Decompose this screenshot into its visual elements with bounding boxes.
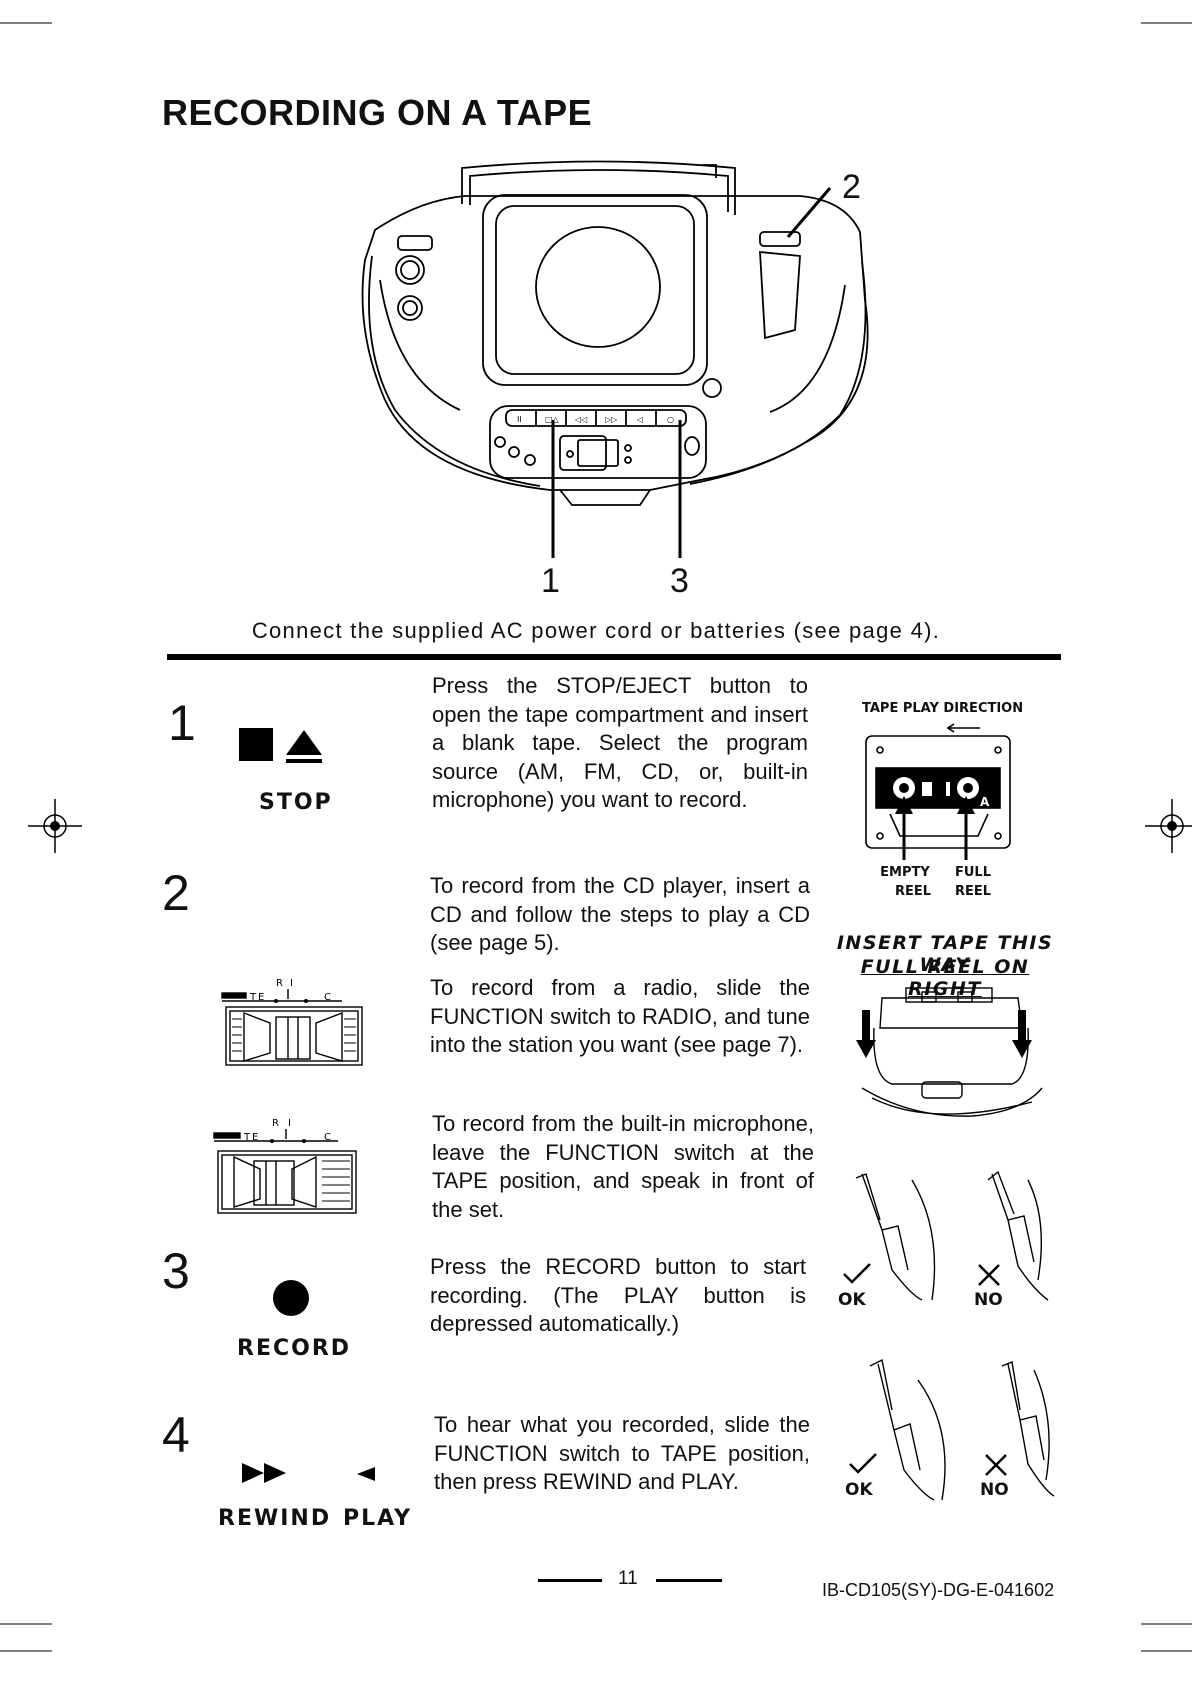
document-code: IB-CD105(SY)-DG-E-041602 <box>822 1580 1055 1600</box>
svg-text:◁: ◁ <box>636 415 643 424</box>
ok-check-icon <box>843 1263 871 1284</box>
footer-rule-left <box>538 1579 602 1582</box>
switch-letter-e: E <box>258 992 264 1003</box>
empty-reel-line1: EMPTY <box>880 865 930 880</box>
switch-letter-e2: E <box>252 1132 258 1143</box>
record-icon <box>273 1280 309 1316</box>
ok-label-1: OK <box>838 1290 866 1310</box>
switch-letter-c: C <box>324 992 331 1003</box>
callout-1: 1 <box>541 562 560 600</box>
switch-letter-i2: I <box>288 1118 291 1129</box>
section-divider <box>167 654 1061 660</box>
callout-2: 2 <box>842 168 861 206</box>
step-4-number: 4 <box>162 1407 190 1463</box>
ok-insert-diagram-2 <box>869 1358 946 1501</box>
no-insert-diagram <box>987 1170 1049 1301</box>
function-switch-radio-icon: T E R I C <box>221 978 363 1066</box>
step-3-text: Press the RECORD button to start recordi… <box>430 1254 806 1336</box>
no-cross-icon-2 <box>985 1454 1007 1476</box>
ok-insert-diagram <box>855 1173 936 1301</box>
stop-eject-icon <box>239 728 322 763</box>
svg-text:○: ○ <box>667 415 674 424</box>
empty-reel-line2: REEL <box>894 884 932 899</box>
full-reel-line1: FULL <box>954 865 991 880</box>
cassette-diagram: A <box>865 723 1011 860</box>
no-label-2: NO <box>980 1480 1009 1500</box>
callout-3: 3 <box>670 562 689 600</box>
svg-text:▷▷: ▷▷ <box>605 415 618 424</box>
switch-letter-i: I <box>290 978 293 989</box>
function-switch-tape-icon: T E R I C <box>213 1118 357 1214</box>
step-1-text: Press the STOP/EJECT button to open the … <box>432 673 808 812</box>
rewind-label: REWIND <box>218 1506 332 1531</box>
full-reel-line2: REEL <box>954 884 992 899</box>
side-a-letter: A <box>980 795 990 809</box>
page-title: RECORDING ON A TAPE <box>162 92 593 133</box>
svg-text:□△: □△ <box>545 415 560 424</box>
insert-caption-line2: FULL REEL ON RIGHT <box>860 956 1030 1000</box>
step-2-mic-text: To record from the built-in microphone, … <box>432 1111 814 1222</box>
switch-letter-c2: C <box>324 1132 331 1143</box>
tape-direction-label: TAPE PLAY DIRECTION <box>862 701 1024 716</box>
ok-check-icon-2 <box>849 1453 877 1474</box>
ok-label-2: OK <box>845 1480 873 1500</box>
switch-letter-r: R <box>276 978 283 989</box>
empty-reel-label: EMPTY REEL <box>870 863 940 901</box>
step-4-text: To hear what you recorded, slide the FUN… <box>434 1412 810 1494</box>
svg-text:◁◁: ◁◁ <box>574 415 587 424</box>
footer-rule-right <box>656 1579 722 1582</box>
svg-text:II: II <box>517 415 522 424</box>
record-label: RECORD <box>237 1336 352 1361</box>
insert-caption-line1: INSERT TAPE THIS WAY <box>836 932 1054 976</box>
play-icon <box>357 1467 375 1481</box>
step-2-cd-text: To record from the CD player, insert a C… <box>430 873 810 955</box>
stop-label: STOP <box>259 790 333 815</box>
switch-letter-r2: R <box>272 1118 279 1129</box>
switch-letter-t: T <box>249 992 257 1003</box>
no-label-1: NO <box>974 1290 1003 1310</box>
intro-text: Connect the supplied AC power cord or ba… <box>251 618 941 643</box>
switch-letter-t2: T <box>243 1132 251 1143</box>
full-reel-label: FULL REEL <box>948 863 998 901</box>
page-number: 11 <box>618 1568 638 1589</box>
play-label: PLAY <box>343 1506 412 1531</box>
step-2-number: 2 <box>162 865 190 921</box>
cd-player-illustration: II □△ ◁◁ ▷▷ ◁ ○ <box>361 160 869 558</box>
insert-tape-illustration <box>856 987 1043 1117</box>
step-2-radio-text: To record from a radio, slide the FUNCTI… <box>430 975 810 1057</box>
no-cross-icon <box>978 1264 1000 1286</box>
step-1-number: 1 <box>168 695 196 751</box>
rewind-icon <box>242 1463 286 1483</box>
no-insert-diagram-2 <box>1001 1361 1055 1497</box>
step-3-number: 3 <box>162 1243 190 1299</box>
